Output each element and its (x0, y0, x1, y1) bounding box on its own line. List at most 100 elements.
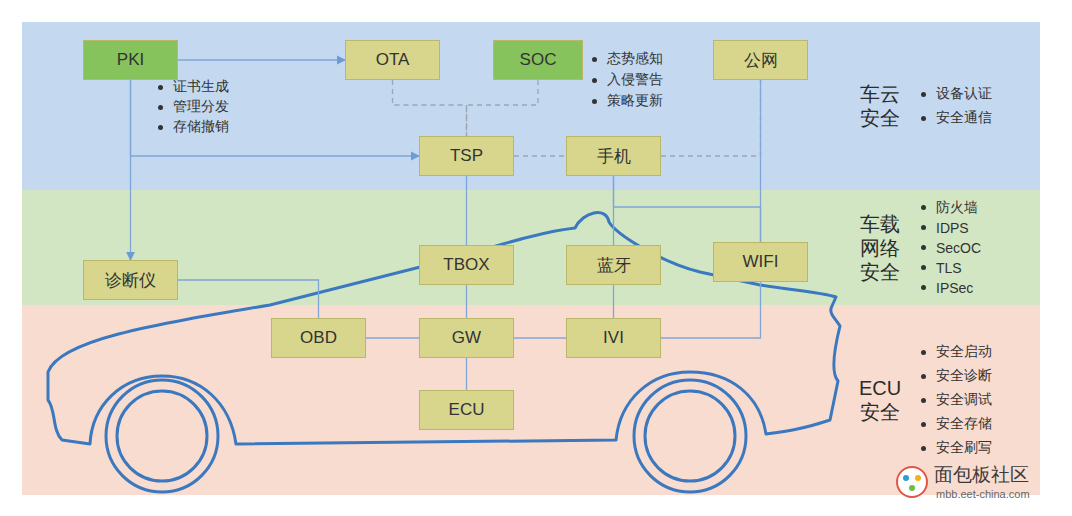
box-label: 诊断仪 (105, 269, 156, 292)
bullet-dot (921, 446, 926, 451)
bullet-dot (921, 398, 926, 403)
bullet-text: 安全通信 (936, 109, 992, 127)
box-label: OBD (300, 328, 337, 348)
connector (514, 155, 566, 156)
bullet-text: 管理分发 (173, 98, 229, 116)
annotation: 存储撤销 (158, 118, 229, 136)
box-label: OTA (376, 50, 410, 70)
cloud-band-fill (22, 22, 1040, 190)
rear-wheel-rim (117, 391, 207, 481)
box-label: ECU (449, 400, 485, 420)
front-wheel (634, 380, 746, 492)
connector (613, 285, 614, 318)
bullet-dot (592, 78, 597, 83)
band-text-group: 车云 安全设备认证安全通信 (855, 22, 992, 190)
annotation: mbb.eet-china.com (936, 488, 1030, 500)
bullet-text: 安全刷写 (936, 439, 992, 457)
bullet-dot (921, 265, 926, 270)
bullet-text: 安全调试 (936, 391, 992, 409)
security-band: ECU 安全安全启动安全诊断安全调试安全存储安全刷写OBDGWIVIECU (22, 305, 1040, 495)
bullet-line: 安全通信 (921, 106, 992, 130)
ecu-band-fill (22, 305, 1040, 495)
connector (366, 337, 419, 338)
box-label: PKI (117, 50, 144, 70)
annotation: 态势感知 (592, 50, 663, 68)
security-band: 车载 网络 安全 防火墙IDPS SecOC TLS IPSec 诊断仪 TBOX 蓝牙 WIF… (22, 190, 1040, 305)
box-label: GW (452, 328, 481, 348)
bullet-line: 安全刷写 (921, 436, 992, 460)
band-text-group: 车载 网络 安全 防火墙IDPS SecOC TLS IPSec (855, 190, 981, 305)
watermark-icon-dot (903, 475, 909, 481)
annotation: 入侵警告 (592, 71, 663, 89)
bullet-line: 安全诊断 (921, 364, 992, 388)
bullet-dot (921, 374, 926, 379)
bullet-line: 设备认证 (921, 82, 992, 106)
connector (130, 80, 131, 260)
bullet-text: 存储撤销 (173, 118, 229, 136)
annotation: 面包板社区 (934, 462, 1029, 488)
bullet-text: 防火墙 (936, 199, 978, 217)
bullet-text: 策略更新 (607, 92, 663, 110)
component-box: ECU (419, 390, 514, 430)
car-outline (48, 213, 840, 444)
bullet-text: SecOC (936, 240, 981, 256)
component-box: OTA (345, 40, 440, 80)
bullet-text: 安全启动 (936, 343, 992, 361)
connector (661, 282, 761, 338)
annotation: 管理分发 (158, 98, 229, 116)
component-box: 公网 (713, 40, 808, 80)
watermark-icon-dot (909, 485, 915, 491)
component-box: TSP (419, 136, 514, 176)
platform-box: SOC (493, 40, 583, 80)
bullet-line: IPSec (921, 278, 981, 298)
bullet-line: 安全启动 (921, 340, 992, 364)
bullet-dot (592, 57, 597, 62)
bullet-list: 安全启动安全诊断安全调试安全存储安全刷写 (921, 340, 992, 460)
connector (467, 80, 539, 136)
bullet-dot (921, 205, 926, 210)
bullet-text: 态势感知 (607, 50, 663, 68)
band-heading: ECU 安全 (855, 376, 905, 424)
watermark-icon (897, 467, 927, 497)
watermark-text: 面包板社区 (934, 462, 1029, 488)
annotation: 证书生成 (158, 78, 229, 96)
bullet-text: 证书生成 (173, 78, 229, 96)
component-box: WIFI (713, 242, 808, 282)
component-box: 蓝牙 (566, 245, 661, 285)
component-box: 诊断仪 (83, 260, 178, 300)
connector (393, 80, 467, 136)
component-box: OBD (271, 318, 366, 358)
bullet-text: 安全存储 (936, 415, 992, 433)
bullet-text: TLS (936, 260, 962, 276)
component-box: GW (419, 318, 514, 358)
bullet-text: IPSec (936, 280, 973, 296)
bullet-line: IDPS (921, 218, 981, 238)
bullet-dot (921, 116, 926, 121)
connector (466, 358, 467, 390)
box-label: TSP (450, 146, 483, 166)
bullet-dot (921, 422, 926, 427)
bullet-dot (921, 245, 926, 250)
box-label: IVI (603, 328, 624, 348)
box-label: TBOX (443, 255, 489, 275)
annotation: 策略更新 (592, 92, 663, 110)
bullet-text: 入侵警告 (607, 71, 663, 89)
connector (614, 176, 761, 242)
bullet-line: TLS (921, 258, 981, 278)
front-wheel-rim (645, 391, 735, 481)
bullet-line: SecOC (921, 238, 981, 258)
box-label: 手机 (597, 145, 631, 168)
bullet-dot (158, 85, 163, 90)
bullet-dot (158, 105, 163, 110)
connector (466, 176, 467, 245)
bullet-line: 防火墙 (921, 198, 981, 218)
box-label: SOC (520, 50, 557, 70)
connector (178, 280, 319, 318)
bullet-dot (592, 99, 597, 104)
band-heading: 车载 网络 安全 (855, 212, 905, 284)
box-label: 公网 (744, 49, 778, 72)
component-box: 手机 (566, 136, 661, 176)
bullet-text: 设备认证 (936, 85, 992, 103)
connector (514, 337, 566, 338)
bullet-line: 安全调试 (921, 388, 992, 412)
